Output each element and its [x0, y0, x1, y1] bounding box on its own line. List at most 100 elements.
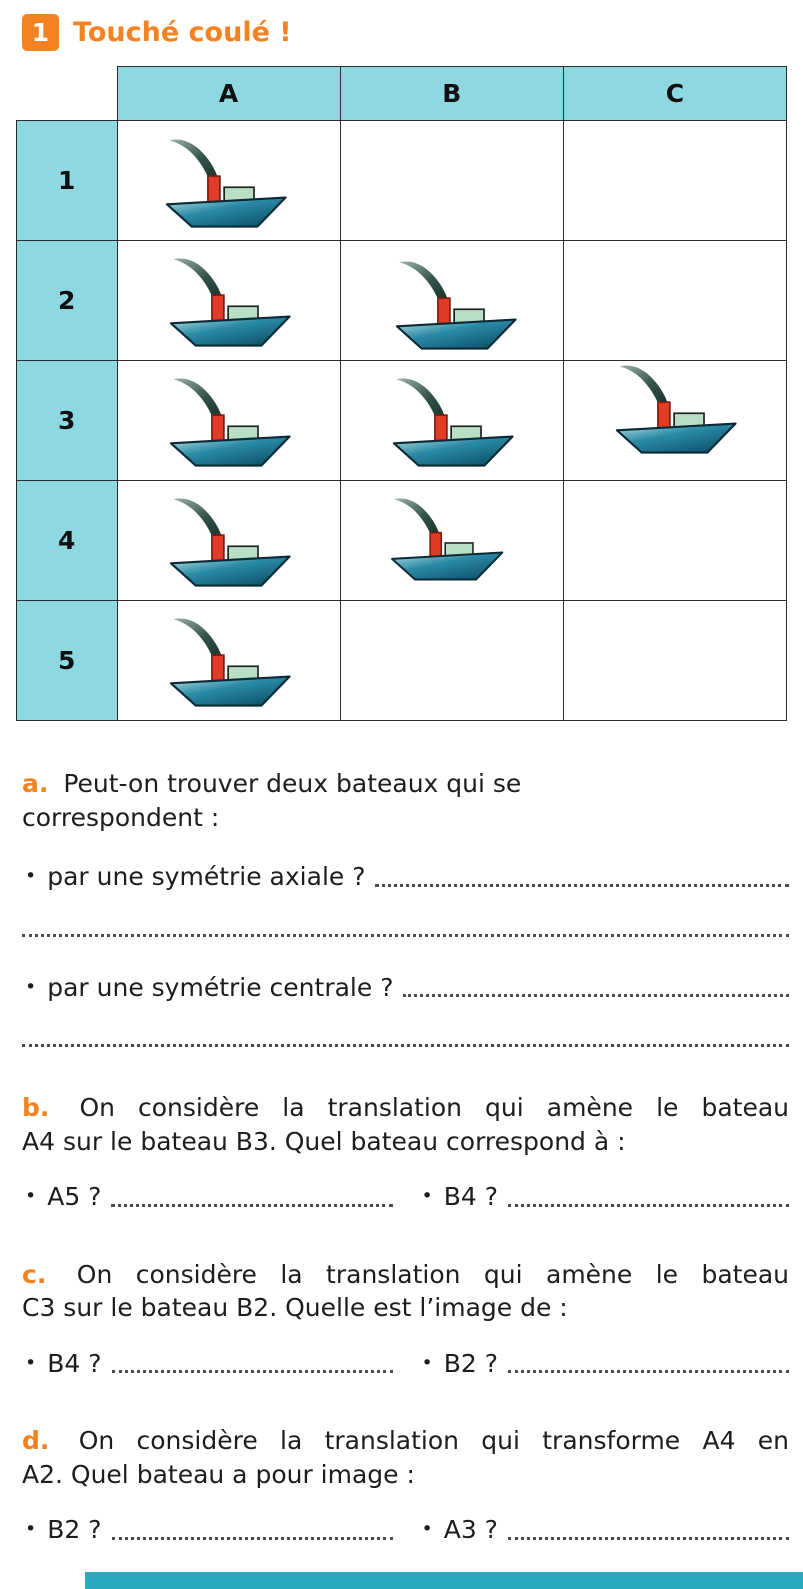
boat-chimney: [429, 531, 442, 557]
cell-A5: [116, 600, 341, 721]
answer-line-axial-symmetry: • par une symétrie axiale ?: [22, 860, 789, 894]
answer-dots: [508, 1370, 789, 1373]
answer-item-c2: • B2 ?: [419, 1347, 789, 1381]
row-header-5: 5: [16, 600, 118, 721]
answer-dots: [111, 1536, 393, 1540]
boat-icon: [392, 378, 514, 467]
question-a-intro: a. Peut-on trouver deux bateaux qui se c…: [22, 767, 789, 834]
boat-chimney: [433, 413, 448, 442]
question-a: a. Peut-on trouver deux bateaux qui se c…: [22, 767, 789, 1047]
bullet-icon: •: [421, 1351, 433, 1374]
answer-dots: [111, 1203, 393, 1207]
question-d-text-line2: A2. Quel bateau a pour image :: [22, 1459, 415, 1489]
cell-B1: [339, 120, 564, 241]
bullet-icon: •: [25, 1518, 37, 1541]
bullet-icon: •: [25, 865, 37, 888]
boat-smoke: [173, 378, 222, 420]
answer-dots: [375, 883, 789, 887]
answer-dots: [507, 1536, 789, 1540]
boat-icon: [169, 378, 291, 467]
question-b-letter: b.: [22, 1093, 50, 1122]
question-a-letter: a.: [22, 769, 49, 798]
boat-smoke: [173, 618, 222, 660]
boat-hull: [169, 434, 291, 467]
answer-dots: [508, 1203, 789, 1207]
boat-icon: [169, 258, 291, 347]
answer-dotted-line: [22, 933, 789, 937]
boat-chimney: [210, 293, 225, 322]
cell-C2: [562, 240, 788, 361]
boat-chimney: [436, 296, 451, 325]
question-d-text-line1: On considère la translation qui transfor…: [78, 1426, 789, 1455]
boat-icon: [615, 365, 737, 454]
bottom-decoration-bar: [85, 1572, 803, 1589]
answer-b2-label: B4 ?: [443, 1182, 498, 1211]
row-header-3: 3: [16, 360, 118, 481]
sub-question-axial-label: par une symétrie axiale ?: [47, 862, 366, 891]
boat-smoke: [173, 258, 222, 300]
answer-item-d2: • A3 ?: [419, 1513, 789, 1547]
answer-dots: [403, 994, 789, 997]
question-a-text-line2: correspondent :: [22, 802, 220, 832]
boat-hull: [615, 421, 737, 454]
question-c-answers: • B4 ? • B2 ?: [22, 1347, 789, 1381]
exercise-title: Touché coulé !: [73, 17, 292, 48]
cell-C4: [562, 480, 788, 601]
answer-item-b1: • A5 ?: [22, 1180, 393, 1214]
boat-hull: [165, 195, 287, 228]
column-header-C: C: [562, 66, 788, 121]
cell-B5: [339, 600, 564, 721]
answer-item-d1: • B2 ?: [22, 1513, 393, 1547]
boat-smoke: [169, 139, 218, 181]
boat-smoke: [396, 378, 445, 420]
sub-question-central-label: par une symétrie centrale ?: [47, 972, 394, 1002]
bullet-icon: •: [421, 1185, 433, 1208]
question-c-text-line2: C3 sur le bateau B2. Quelle est l’image …: [22, 1293, 568, 1322]
boat-smoke: [394, 498, 440, 537]
question-b-intro: b. On considère la translation qui amène…: [22, 1091, 789, 1158]
bullet-icon: •: [421, 1518, 433, 1541]
boat-smoke: [619, 365, 669, 407]
answer-c1-label: B4 ?: [47, 1348, 102, 1378]
boat-icon: [390, 498, 504, 580]
cell-A1: [116, 120, 341, 241]
answer-item-c1: • B4 ?: [22, 1347, 393, 1381]
answer-d2-label: A3 ?: [443, 1515, 498, 1544]
row-header-1: 1: [16, 120, 118, 241]
column-header-B: B: [339, 66, 564, 121]
cell-A3: [116, 360, 341, 481]
question-d-answers: • B2 ? • A3 ?: [22, 1513, 789, 1547]
bullet-icon: •: [25, 1351, 37, 1374]
boat-icon: [165, 139, 287, 228]
row-header-2: 2: [16, 240, 118, 361]
cell-C3: [562, 360, 788, 481]
question-a-text-line1: Peut-on trouver deux bateaux qui se: [63, 769, 522, 798]
answer-item-b2: • B4 ?: [419, 1180, 789, 1214]
boat-chimney: [210, 653, 225, 682]
answer-d1-label: B2 ?: [47, 1515, 102, 1544]
boat-hull: [395, 317, 517, 350]
boat-chimney: [210, 413, 225, 442]
question-b-text-line2: A4 sur le bateau B3. Quel bateau corresp…: [22, 1126, 626, 1156]
question-b-answers: • A5 ? • B4 ?: [22, 1180, 789, 1214]
cell-B2: [339, 240, 564, 361]
column-header-A: A: [116, 66, 341, 121]
cell-C1: [562, 120, 788, 241]
answer-dots: [111, 1370, 393, 1373]
boat-chimney: [656, 400, 671, 429]
question-c-intro: c. On considère la translation qui amène…: [22, 1258, 789, 1325]
answer-c2-label: B2 ?: [443, 1348, 498, 1378]
questions-section: a. Peut-on trouver deux bateaux qui se c…: [22, 767, 789, 1547]
cell-A2: [116, 240, 341, 361]
cell-B4: [339, 480, 564, 601]
boat-hull: [392, 434, 514, 467]
boat-chimney: [210, 533, 225, 562]
question-d-intro: d. On considère la translation qui trans…: [22, 1424, 789, 1491]
bullet-icon: •: [25, 1185, 37, 1208]
question-b: b. On considère la translation qui amène…: [22, 1091, 789, 1214]
question-d: d. On considère la translation qui trans…: [22, 1424, 789, 1547]
answer-dotted-line: [22, 1044, 789, 1047]
exercise-header: 1 Touché coulé !: [0, 0, 803, 51]
boat-icon: [169, 498, 291, 587]
